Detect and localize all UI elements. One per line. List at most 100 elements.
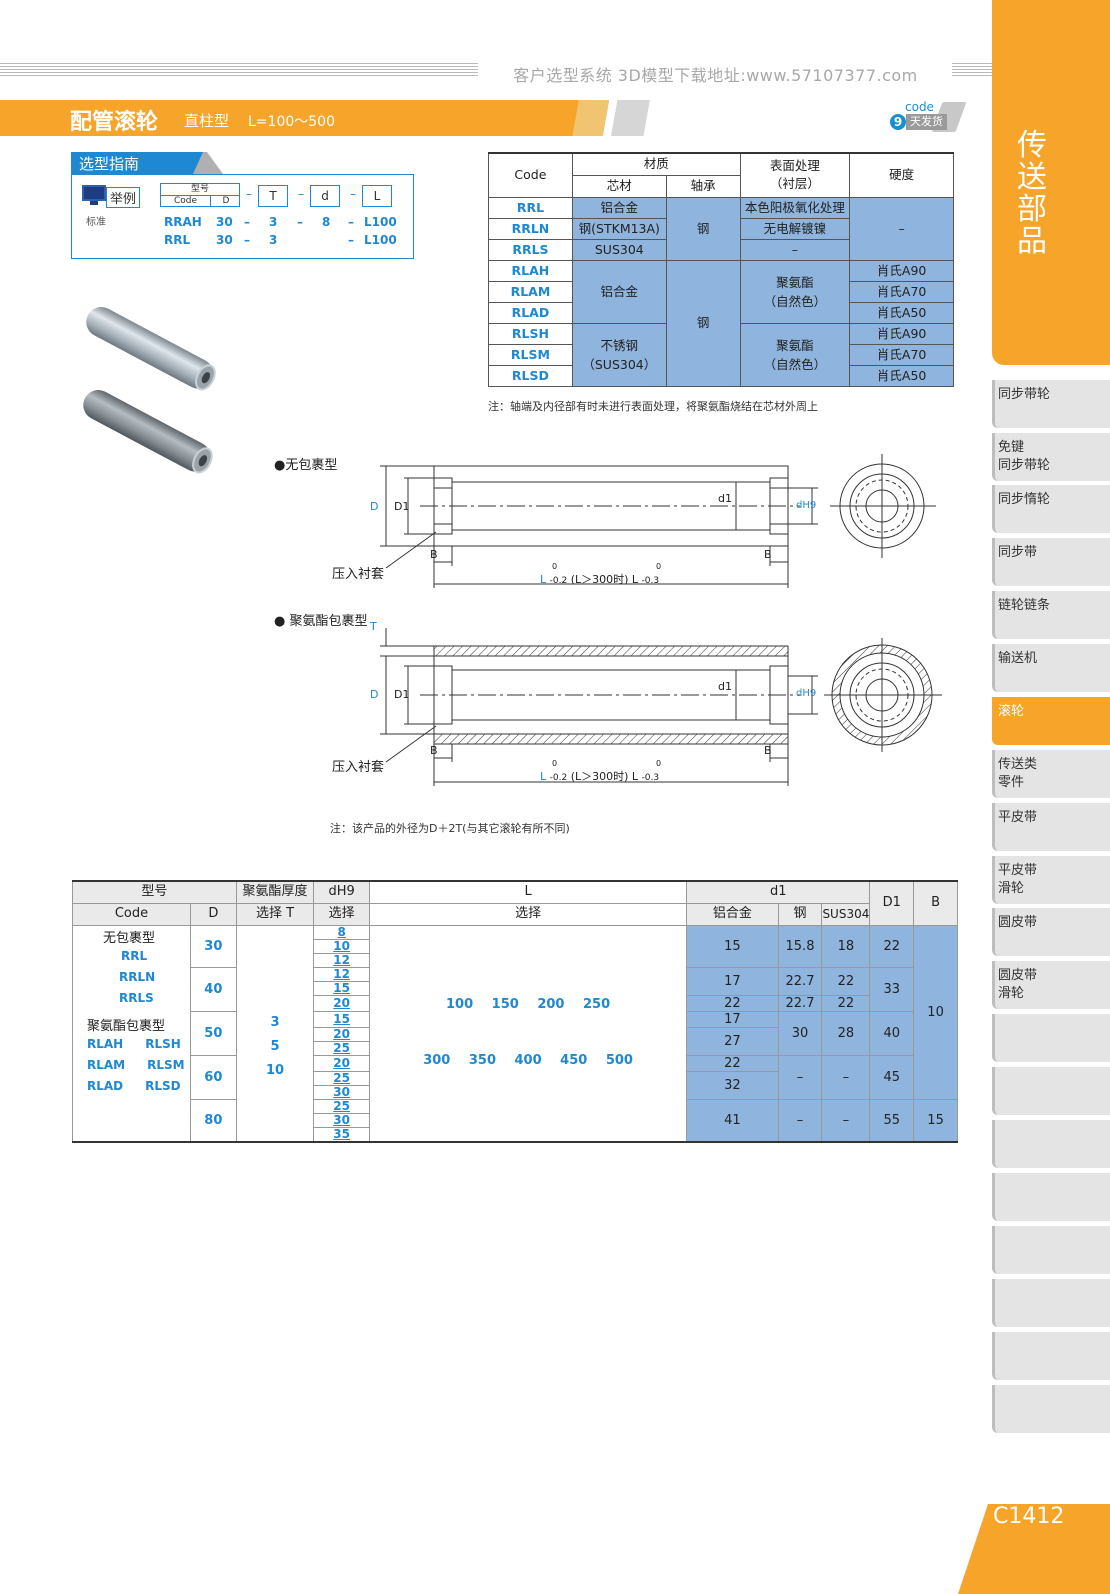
sidebar-item[interactable]: 滚轮 xyxy=(992,697,1110,745)
code-rlsm[interactable]: RLSM xyxy=(488,343,573,366)
t-option[interactable]: 10 xyxy=(265,1063,285,1078)
d1-steel: 15.8 xyxy=(777,924,823,968)
sidebar-item[interactable]: 输送机 xyxy=(992,644,1110,692)
drawing-svg xyxy=(380,454,942,786)
sidebar-item[interactable]: 同步带 xyxy=(992,538,1110,586)
dh9-option[interactable]: 20 xyxy=(313,1054,371,1072)
d-value: 80 xyxy=(189,1098,237,1142)
d1-steel: 22.7 xyxy=(777,966,823,996)
sidebar-item[interactable]: 圆皮带 滑轮 xyxy=(992,961,1110,1009)
d1-sus: 22 xyxy=(821,966,871,996)
code-link[interactable]: RLSD xyxy=(145,1079,181,1093)
sidebar-item[interactable]: 免键 同步带轮 xyxy=(992,433,1110,481)
code-rlah[interactable]: RLAH xyxy=(488,259,573,282)
table-row: 30 xyxy=(73,1084,958,1100)
dh9-option[interactable]: 12 xyxy=(313,966,371,982)
dh9-option[interactable]: 30 xyxy=(313,1112,371,1128)
length-dimension: L -0.2 (L＞300时) L -0.3 xyxy=(540,770,660,783)
code-rlsd[interactable]: RLSD xyxy=(488,364,573,387)
dh9-option[interactable]: 20 xyxy=(313,994,371,1012)
dh9-option[interactable]: 25 xyxy=(313,1040,371,1056)
material-table: Code 材质 表面处理 （衬层） 硬度 芯材 轴承 RRL 铝合金 钢 本色阳… xyxy=(488,152,954,387)
code-rrln[interactable]: RRLN xyxy=(488,217,573,240)
sidebar-item[interactable]: 平皮带 xyxy=(992,803,1110,851)
table-row: 35 xyxy=(73,1126,958,1142)
code-rrls[interactable]: RRLS xyxy=(488,238,573,261)
dh9-option[interactable]: 15 xyxy=(313,980,371,996)
d-value: 50 xyxy=(189,1010,237,1056)
d1-al: 22 xyxy=(686,1054,779,1072)
sidebar-item-empty xyxy=(992,1173,1110,1221)
dh9-option[interactable]: 25 xyxy=(313,1070,371,1086)
guide-d-box: d xyxy=(310,185,340,207)
code-link[interactable]: RLAM xyxy=(87,1058,126,1072)
dh9-option[interactable]: 20 xyxy=(313,1026,371,1042)
t-options: 3 5 10 xyxy=(235,924,315,1142)
code-link[interactable]: RLSH xyxy=(145,1037,181,1051)
l-option-row[interactable]: 300 350 400 450 500 xyxy=(423,1053,633,1068)
code-link[interactable]: RLAH xyxy=(87,1037,124,1051)
l-option-row[interactable]: 100 150 200 250 xyxy=(446,997,611,1012)
sidebar-item[interactable]: 同步惰轮 xyxy=(992,485,1110,533)
guide-tab: 选型指南 xyxy=(71,152,223,174)
d1-sus: – xyxy=(821,1098,871,1142)
code-rlam[interactable]: RLAM xyxy=(488,280,573,303)
d1-al: 32 xyxy=(686,1070,779,1100)
dh9-option[interactable]: 12 xyxy=(313,952,371,968)
dh9-option[interactable]: 8 xyxy=(313,924,371,940)
code-link[interactable]: RRLS xyxy=(119,991,154,1006)
computer-icon xyxy=(82,185,106,205)
sidebar-item-empty xyxy=(992,1014,1110,1062)
table-row: 30 xyxy=(73,1112,958,1128)
sidebar-item[interactable]: 平皮带 滑轮 xyxy=(992,856,1110,904)
sidebar-item[interactable]: 链轮链条 xyxy=(992,591,1110,639)
t-option[interactable]: 5 xyxy=(270,1039,280,1054)
code-link[interactable]: RRLN xyxy=(119,970,156,985)
d1-sus: – xyxy=(821,1054,871,1100)
d1-outer: 33 xyxy=(869,966,915,1012)
guide-l-box: L xyxy=(362,185,392,207)
sidebar-item[interactable]: 同步带轮 xyxy=(992,380,1110,428)
code-link[interactable]: RLAD xyxy=(87,1079,124,1093)
dh9-option[interactable]: 35 xyxy=(313,1126,371,1142)
banner-text[interactable]: 客户选型系统 3D模型下载地址:www.57107377.com xyxy=(513,66,918,85)
dh9-option[interactable]: 15 xyxy=(313,1010,371,1028)
d-value: 40 xyxy=(189,966,237,1012)
d1-outer: 45 xyxy=(869,1054,915,1100)
table-row: 10 xyxy=(73,938,958,954)
dh9-option[interactable]: 25 xyxy=(313,1098,371,1114)
t-option[interactable]: 3 xyxy=(270,1015,280,1030)
d1-al: 17 xyxy=(686,1010,779,1028)
code-rlsh[interactable]: RLSH xyxy=(488,322,573,345)
b-value: 15 xyxy=(913,1098,958,1142)
d1-al: 41 xyxy=(686,1098,779,1142)
sidebar-item[interactable]: 圆皮带 xyxy=(992,908,1110,956)
material-note: 注：轴端及内径部有时未进行表面处理，将聚氨酯烧结在芯材外周上 xyxy=(488,400,818,413)
d1-al: 22 xyxy=(686,994,779,1012)
dh9-option[interactable]: 10 xyxy=(313,938,371,954)
spec-table: 型号 聚氨酯厚度 dH9 L d1 D1 B Code D 选择 T 选择 选择… xyxy=(72,880,958,1143)
d1-steel: – xyxy=(777,1098,823,1142)
sidebar-item[interactable]: 传送类 零件 xyxy=(992,750,1110,798)
d1-outer: 40 xyxy=(869,1010,915,1056)
code-rlad[interactable]: RLAD xyxy=(488,301,573,324)
dh9-option[interactable]: 30 xyxy=(313,1084,371,1100)
d1-sus: 18 xyxy=(821,924,871,968)
d1-outer: 22 xyxy=(869,924,915,968)
sidebar-item-empty xyxy=(992,1067,1110,1115)
length-dimension: L -0.2 (L＞300时) L -0.3 xyxy=(540,573,660,586)
d1-steel: 22.7 xyxy=(777,994,823,1012)
press-sleeve-label-1: 压入衬套 xyxy=(332,567,385,582)
d1-steel: – xyxy=(777,1054,823,1100)
sidebar-category-label: 传送部品 xyxy=(1017,128,1047,259)
code-link[interactable]: RLSM xyxy=(147,1058,185,1072)
header-rule-left xyxy=(0,63,478,77)
product-photo-steel xyxy=(77,384,217,478)
code-rrl[interactable]: RRL xyxy=(488,196,573,219)
code-link[interactable]: RRL xyxy=(121,949,148,964)
